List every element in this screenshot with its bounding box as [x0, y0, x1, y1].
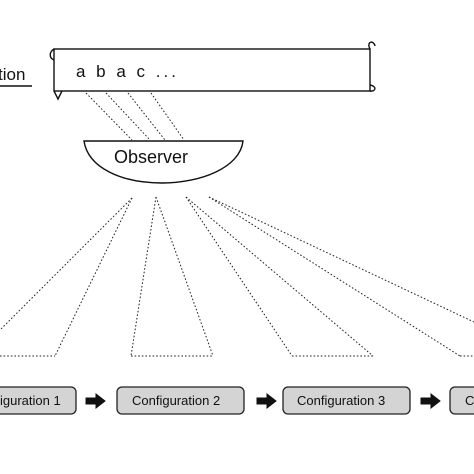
configuration-row: iguration 1 Configuration 2 Configuratio… — [0, 386, 474, 415]
tape-right-curl — [368, 41, 376, 92]
tape-scroll: a b a c ... — [49, 41, 376, 101]
configuration-1: iguration 1 — [0, 386, 77, 415]
configuration-4: C — [449, 386, 474, 415]
configuration-2-label: Configuration 2 — [132, 393, 220, 408]
configuration-2: Configuration 2 — [116, 386, 245, 415]
observer-label: Observer — [114, 147, 188, 167]
observer-shape — [83, 140, 244, 184]
configuration-4-label: C — [465, 393, 474, 408]
arrow-3-icon — [420, 392, 441, 410]
tape-left-curl — [49, 48, 63, 101]
tape-body — [53, 48, 371, 92]
tape-text: a b a c ... — [76, 62, 179, 81]
configuration-1-label: iguration 1 — [0, 393, 61, 408]
observer: Observer — [83, 140, 244, 184]
left-label: tion — [0, 65, 25, 84]
arrow-1-icon — [85, 392, 106, 410]
arrow-2-icon — [256, 392, 277, 410]
configuration-3: Configuration 3 — [282, 386, 411, 415]
configuration-3-label: Configuration 3 — [297, 393, 385, 408]
observer-fan-lines — [0, 196, 474, 357]
tape-to-observer-lines — [85, 92, 185, 141]
